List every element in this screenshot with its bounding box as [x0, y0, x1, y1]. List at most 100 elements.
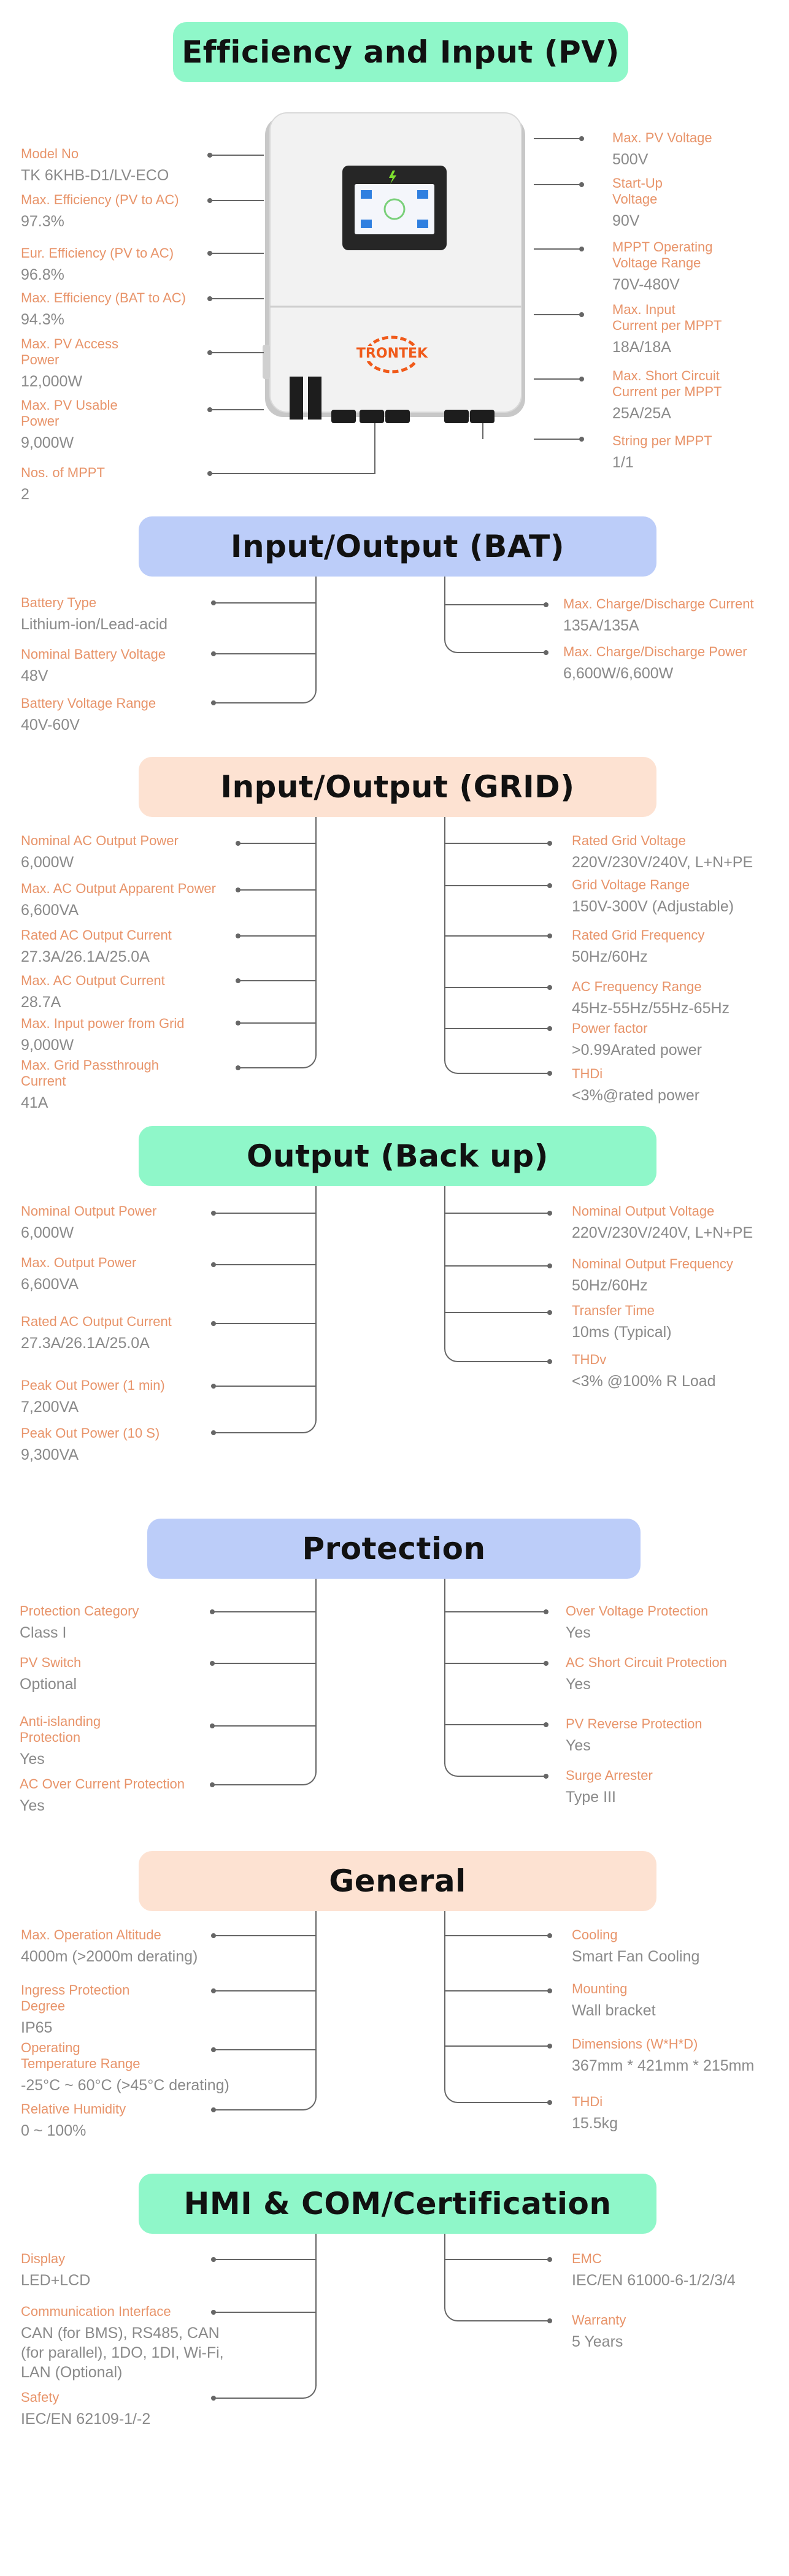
connector-dot — [547, 1933, 552, 1938]
connector-dot — [236, 1021, 241, 1025]
connector-dot — [547, 2257, 552, 2262]
connector-dot — [207, 471, 212, 476]
bracket-corner — [444, 1059, 459, 1074]
connector-line — [214, 2398, 303, 2399]
connector-dot — [544, 602, 548, 607]
spec-label: Ingress Protection Degree — [21, 1982, 130, 2014]
connector-line — [212, 1725, 317, 1727]
spec-value: 25A/25A — [612, 405, 671, 422]
spec-value: 41A — [21, 1094, 48, 1111]
spec-label: Peak Out Power (10 S) — [21, 1425, 160, 1441]
spec-label: Nominal Output Voltage — [572, 1203, 715, 1219]
connector-dot — [236, 933, 241, 938]
connector-dot — [211, 600, 216, 605]
connector-dot — [207, 153, 212, 158]
connector-line — [210, 473, 375, 474]
connector-dot — [547, 1026, 552, 1031]
connector-dot — [211, 2047, 216, 2052]
connector-line — [214, 2259, 317, 2260]
spec-label: Safety — [21, 2390, 60, 2405]
protection-title: Protection — [147, 1519, 641, 1579]
connector-dot — [211, 1988, 216, 1993]
spec-value: 94.3% — [21, 311, 64, 328]
spec-value: 6,600VA — [21, 902, 79, 919]
connector-line — [444, 1265, 550, 1267]
connector-line — [534, 314, 582, 315]
connector-dot — [236, 978, 241, 983]
connector-line — [210, 409, 264, 410]
connector-dot — [544, 1661, 548, 1666]
spec-item-grid-right-4: Power factor >0.99Arated power — [572, 1021, 780, 1060]
connector-dot — [547, 1071, 552, 1076]
connector-line — [534, 439, 582, 440]
spec-label: Nominal AC Output Power — [21, 833, 179, 848]
spec-label: Max. Efficiency (BAT to AC) — [21, 290, 186, 305]
connector-line — [534, 184, 582, 185]
spec-label: Surge Arrester — [566, 1768, 653, 1783]
connector-line — [444, 1990, 550, 1991]
bracket-line — [315, 1579, 317, 1773]
bracket-corner — [302, 689, 317, 703]
connector-line — [238, 843, 317, 844]
brand-logo: TRONTEK — [352, 332, 432, 375]
connector-line — [214, 2049, 317, 2050]
spec-value: 1/1 — [612, 454, 634, 471]
spec-value: 9,300VA — [21, 1446, 79, 1463]
spec-value: 10ms (Typical) — [572, 1324, 672, 1341]
spec-value: 70V-480V — [612, 276, 680, 293]
bracket-corner — [302, 2384, 317, 2399]
spec-item-pv-left-1: Max. Efficiency (PV to AC)97.3% — [21, 192, 217, 231]
connector-dot — [211, 2310, 216, 2315]
spec-value: 2 — [21, 486, 29, 503]
spec-label: THDi — [572, 2094, 603, 2109]
spec-value: >0.99Arated power — [572, 1041, 702, 1059]
spec-value: <3%@rated power — [572, 1087, 700, 1104]
general-title: General — [139, 1851, 656, 1911]
connector-dot — [210, 1723, 215, 1728]
bracket-corner — [302, 1419, 317, 1433]
spec-value: Optional — [20, 1676, 77, 1693]
spec-label: Warranty — [572, 2312, 626, 2328]
spec-label: Battery Type — [21, 595, 97, 610]
spec-value: 48V — [21, 667, 48, 684]
spec-label: Max. AC Output Apparent Power — [21, 881, 216, 896]
spec-label: String per MPPT — [612, 433, 712, 448]
connector-dot — [547, 1359, 552, 1364]
bracket-line — [315, 1186, 317, 1420]
connector-dot — [547, 883, 552, 888]
connector-dot — [211, 1430, 216, 1435]
spec-label: Power factor — [572, 1021, 648, 1036]
connector-dot — [544, 650, 548, 655]
connector-dot — [211, 1384, 216, 1389]
spec-label: Max. Efficiency (PV to AC) — [21, 192, 179, 207]
connector-line — [214, 1432, 303, 1433]
spec-item-grid-right-5: THDi<3%@rated power — [572, 1066, 780, 1105]
spec-label: Max. PV Voltage — [612, 130, 712, 145]
brand-name: TRONTEK — [352, 346, 432, 361]
connector-dot — [236, 1065, 241, 1070]
connector-line — [214, 653, 317, 654]
spec-item-grid-left-1: Max. AC Output Apparent Power 6,600VA — [21, 881, 248, 920]
spec-value: 40V-60V — [21, 716, 80, 734]
bracket-line — [444, 817, 445, 1061]
bracket-corner — [302, 2096, 317, 2110]
connector-dot — [211, 2257, 216, 2262]
